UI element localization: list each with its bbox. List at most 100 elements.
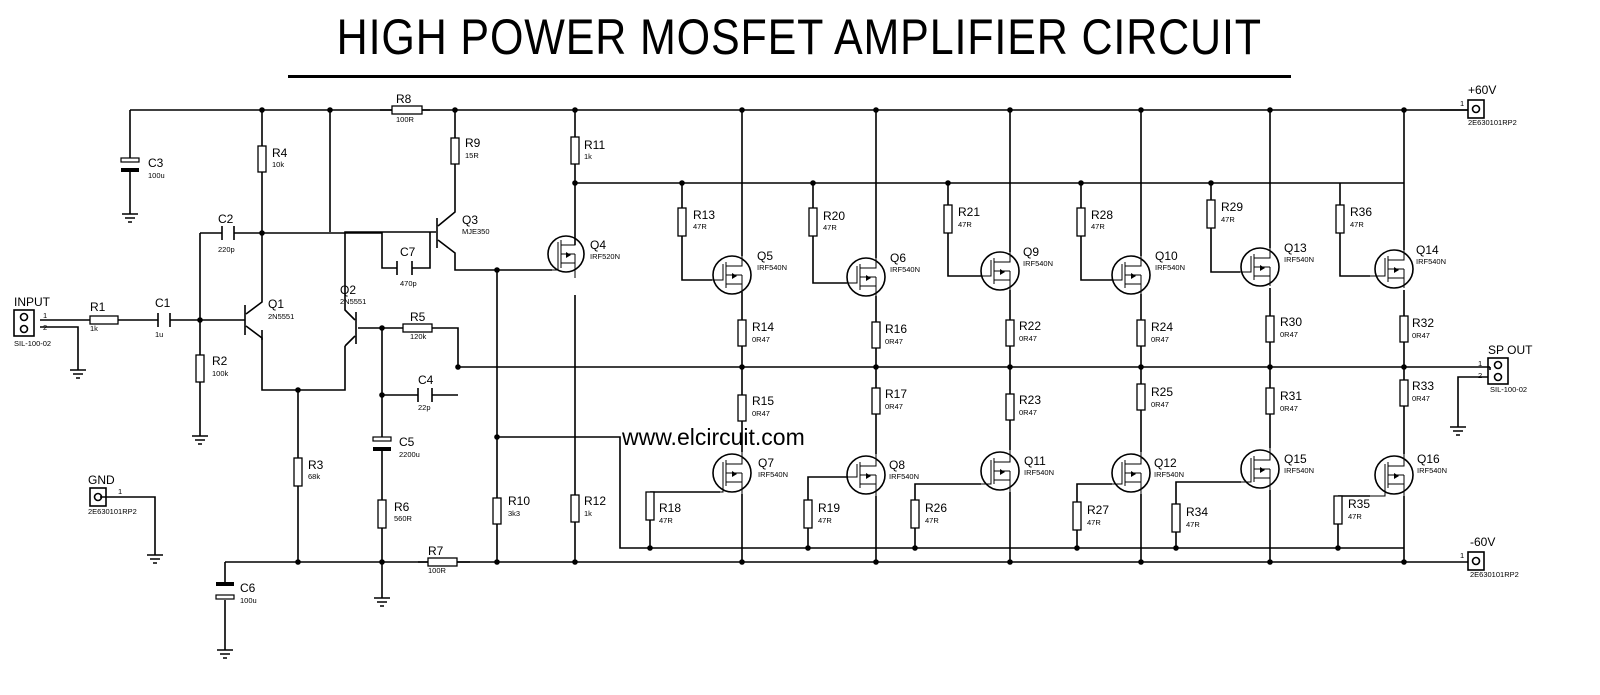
mosfet-q13 [1240,247,1280,287]
mosfet-q10 [1111,255,1151,295]
q8-part: IRF540N [889,472,919,481]
c6-value: 100u [240,596,257,605]
q12-ref: Q12 [1154,456,1177,470]
q14-part: IRF540N [1416,257,1446,266]
r21-ref: R21 [958,205,980,219]
r10-ref: R10 [508,494,530,508]
r23-value: 0R47 [1019,408,1037,417]
gnd-part: 2E630101RP2 [88,507,137,516]
c1-value: 1u [155,330,163,339]
r27-value: 47R [1087,518,1101,527]
r31-ref: R31 [1280,389,1302,403]
q6-part: IRF540N [890,265,920,274]
spout-ref: SP OUT [1488,343,1533,357]
r17-value: 0R47 [885,402,903,411]
r13-value: 47R [693,222,707,231]
r32-ref: R32 [1412,316,1434,330]
mosfet-q5 [712,255,752,295]
r6-value: 560R [394,514,413,523]
c2-value: 220p [218,245,235,254]
q5-part: IRF540N [757,263,787,272]
r10-value: 3k3 [508,509,520,518]
mosfet-q16 [1370,454,1414,497]
r33-value: 0R47 [1412,394,1430,403]
r19-value: 47R [818,516,832,525]
input-pin-2: 2 [43,323,47,332]
plus60-ref: +60V [1468,83,1496,97]
r11-ref: R11 [584,138,605,152]
diagram-title: HIGH POWER MOSFET AMPLIFIER CIRCUIT [336,9,1262,65]
q1-ref: Q1 [268,297,284,311]
r11-value: 1k [584,152,592,161]
r7-value: 100R [428,566,447,575]
r8-ref: R8 [396,92,412,106]
r21-value: 47R [958,220,972,229]
r22-value: 0R47 [1019,334,1037,343]
q9-part: IRF540N [1023,259,1053,268]
ground-symbols [70,213,1466,659]
r26-value: 47R [925,516,939,525]
r1-value: 1k [90,324,98,333]
input-pin-1: 1 [43,311,47,320]
r16-ref: R16 [885,322,907,336]
connector-symbols [13,99,1509,571]
c4-value: 22p [418,403,431,412]
q8-ref: Q8 [889,458,905,472]
gnd-pin-1: 1 [118,487,122,496]
r2-value: 100k [212,369,229,378]
r30-ref: R30 [1280,315,1302,329]
r24-ref: R24 [1151,320,1173,334]
r36-ref: R36 [1350,205,1372,219]
c4-ref: C4 [418,373,434,387]
c5-ref: C5 [399,435,415,449]
spout-pin-1: 1 [1478,359,1482,368]
minus60-ref: -60V [1470,535,1495,549]
mosfet-symbols [547,229,1414,497]
r18-ref: R18 [659,501,681,515]
q3-ref: Q3 [462,213,478,227]
q3-part: MJE350 [462,227,490,236]
r12-value: 1k [584,509,592,518]
plus60-pin-1: 1 [1460,99,1464,108]
q15-part: IRF540N [1284,466,1314,475]
q11-part: IRF540N [1024,468,1054,477]
q14-ref: Q14 [1416,243,1439,257]
r7-ref: R7 [428,544,444,558]
r3-ref: R3 [308,458,324,472]
q7-part: IRF540N [758,470,788,479]
q9-ref: Q9 [1023,245,1039,259]
q16-part: IRF540N [1417,466,1447,475]
q2-part: 2N5551 [340,297,366,306]
r35-ref: R35 [1348,497,1370,511]
input-ref: INPUT [14,295,51,309]
r20-ref: R20 [823,209,845,223]
connector-labels: INPUT SIL-100-02 1 2 GND 2E630101RP2 1 +… [14,83,1533,579]
r34-value: 47R [1186,520,1200,529]
c6-ref: C6 [240,581,256,595]
r17-ref: R17 [885,387,907,401]
q13-part: IRF540N [1284,255,1314,264]
r23-ref: R23 [1019,393,1041,407]
c5-value: 2200u [399,450,420,459]
c3-value: 100u [148,171,165,180]
q5-ref: Q5 [757,249,773,263]
q15-ref: Q15 [1284,452,1307,466]
r15-value: 0R47 [752,409,770,418]
wires [40,109,1491,650]
r6-ref: R6 [394,500,410,514]
mosfet-q8 [846,454,886,496]
r13-ref: R13 [693,208,715,222]
q10-ref: Q10 [1155,249,1178,263]
r1-ref: R1 [90,300,106,314]
mosfet-q6 [846,257,886,297]
r15-ref: R15 [752,394,774,408]
r29-value: 47R [1221,215,1235,224]
q2-ref: Q2 [340,283,356,297]
mosfet-q7 [712,452,752,494]
capacitor-labels: C1 1u C2 220p C3 100u C4 22p C5 2200u C6… [148,156,434,605]
mosfet-q12 [1111,452,1151,494]
r9-value: 15R [465,151,479,160]
bjt-symbols [244,210,456,347]
r25-ref: R25 [1151,385,1173,399]
